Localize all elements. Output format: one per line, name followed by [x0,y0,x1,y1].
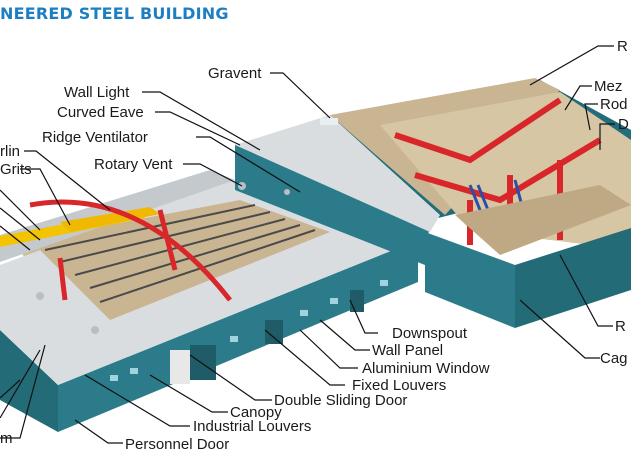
annex-side-wall [515,228,631,328]
leader-lines [0,45,615,444]
label-right-r-top: R [617,38,628,55]
label-curved-eave: Curved Eave [57,104,144,121]
diagram-title: NEERED STEEL BUILDING [0,4,229,23]
main-front-wall [0,330,58,432]
label-industrial-louvers: Industrial Louvers [193,418,312,435]
label-wall-light: Wall Light [64,84,130,101]
label-wall-panel: Wall Panel [372,342,444,359]
upper-roof [235,115,440,232]
label-rotary-vent: Rotary Vent [94,156,173,173]
label-purlin: rlin [0,143,21,160]
annex-front-wall [425,232,515,328]
label-right-mezzanine: Mez [594,78,623,95]
label-aluminium-window: Aluminium Window [362,360,490,377]
double-sliding-door-shape [170,350,190,384]
label-gravent: Gravent [208,65,262,82]
label-fixed-louvers: Fixed Louvers [352,377,447,394]
gravent-strip [320,118,338,125]
label-ridge-ventilator: Ridge Ventilator [42,129,148,146]
label-right-r-mid: R [615,318,626,335]
label-downspout: Downspout [392,325,468,342]
label-right-cag: Cag [600,350,628,367]
label-right-rod: Rod [600,96,628,113]
label-right-d: D [618,116,629,133]
label-grits: Grits [0,161,32,178]
label-personnel-door: Personnel Door [125,436,230,453]
label-double-sliding-door: Double Sliding Door [274,392,408,409]
crane-beam-2 [60,207,160,232]
label-left-bottom: m [0,430,13,447]
mezzanine [455,185,631,255]
label-canopy: Canopy [230,404,282,421]
window-row [110,280,388,381]
